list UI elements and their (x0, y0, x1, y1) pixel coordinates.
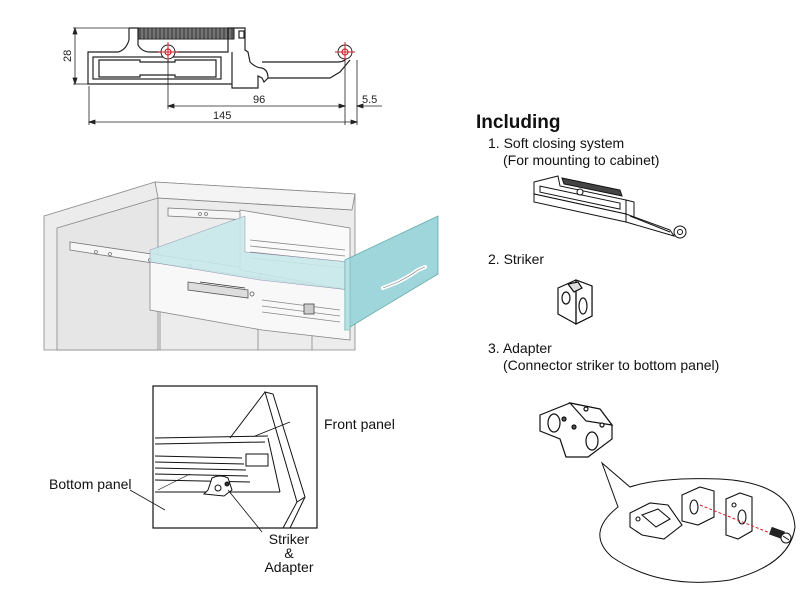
mounting-hole-left (158, 42, 178, 62)
item-3-heading: 3. Adapter (488, 340, 552, 356)
striker-label-line2: & (284, 545, 294, 561)
item-2-number: 2. (488, 251, 500, 267)
striker-adapter-label: Striker & Adapter (254, 532, 324, 574)
item-1-label: Soft closing system (503, 135, 625, 151)
item-1-number: 1. (488, 135, 500, 151)
cabinet-illustration (0, 170, 470, 360)
detail-drawing (129, 391, 306, 533)
dim-height-label: 28 (62, 50, 74, 62)
soft-close-system-icon (533, 175, 687, 239)
striker-label-line1: Striker (268, 531, 310, 547)
striker-mounted (303, 303, 315, 315)
detail-svg (129, 385, 318, 533)
soft-close-unit-mounted (187, 281, 255, 299)
item-3-number: 3. (488, 340, 500, 356)
item-3-note: (Connector striker to bottom panel) (503, 357, 720, 373)
including-title: Including (476, 112, 561, 133)
dimension-drawing: 28 96 5.5 145 (0, 0, 400, 130)
striker-label-line3: Adapter (264, 559, 314, 575)
spring (137, 27, 235, 40)
dim-spacing-label: 96 (253, 94, 265, 106)
item-2-label: Striker (503, 251, 545, 267)
adapter-icon (539, 402, 796, 583)
item-2-heading: 2. Striker (488, 251, 544, 267)
front-panel-leader (254, 421, 291, 437)
front-panel-label: Front panel (324, 416, 395, 432)
item-1-heading: 1. Soft closing system (488, 135, 624, 151)
slider-body (87, 27, 351, 89)
item-1-note: (For mounting to cabinet) (503, 152, 660, 168)
striker-leader (227, 489, 263, 533)
dim-offset-label: 5.5 (362, 94, 377, 106)
mounting-hole-right (335, 42, 355, 62)
striker-icon (557, 279, 593, 325)
item-3-label: Adapter (502, 340, 552, 356)
cabinet-drawer-svg (43, 181, 439, 351)
drawer-front (344, 215, 439, 331)
soft-close-dimension-svg: 28 96 5.5 145 (62, 26, 382, 125)
dim-length-label: 145 (213, 110, 231, 122)
bottom-panel-leader (129, 489, 166, 511)
dimension-lines (72, 26, 382, 125)
bottom-panel-label: Bottom panel (49, 476, 132, 492)
assembly-axis-line (699, 504, 771, 534)
adapter-part (539, 402, 614, 458)
exploded-view-bubble (599, 461, 796, 583)
screw-icon (769, 526, 792, 544)
detail-view: Front panel Bottom panel Striker & Adapt… (0, 380, 470, 599)
